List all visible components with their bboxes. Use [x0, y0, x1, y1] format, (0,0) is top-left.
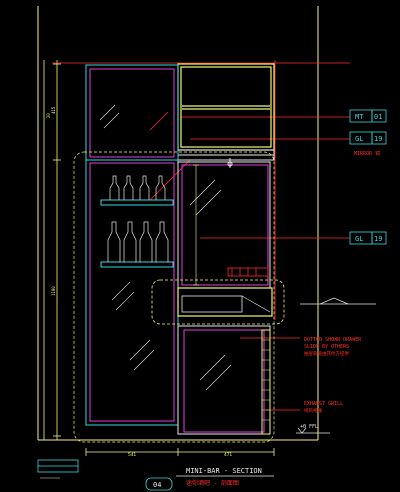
drawing-number: 04 [153, 481, 161, 489]
drawing-number-box [145, 477, 173, 491]
mirror-note: MIRROR 镜 [354, 150, 380, 157]
exhaust-note-cn: 排风格栅 [304, 407, 322, 414]
tag-gl-19-upper: GL 19 [349, 131, 387, 145]
cabinet-dimension [193, 164, 199, 286]
red-reference-lines [52, 60, 350, 411]
counter-slab [177, 149, 275, 161]
left-dimensions [43, 60, 61, 440]
tag-number: 01 [374, 113, 382, 121]
drawer-region [151, 279, 285, 325]
detail-box [37, 459, 79, 473]
upper-cabinet [177, 63, 275, 151]
glass-hatch [99, 104, 232, 391]
bottle-shelves [100, 175, 174, 268]
drawing-subtitle-cn: 迷你酒吧 - 剖面图 [186, 479, 239, 487]
drawer-note-2: SLIDE BY OTHERS [304, 344, 349, 350]
drawing-frame [37, 6, 319, 441]
dim-bottom-left: 541 [128, 452, 136, 458]
tall-cabinet [85, 64, 179, 426]
drawer-note-cn: 抽屉轨道由其他方提供 [304, 350, 349, 357]
drawer-note-1: DOTTED SHOWN DRAWER [304, 337, 362, 343]
section-marker [300, 297, 376, 305]
exhaust-grill [262, 339, 270, 421]
dim-bottom-right: 471 [224, 452, 232, 458]
tag-number: 19 [374, 135, 382, 143]
tag-mt-01: MT 01 [349, 109, 387, 123]
tag-number: 19 [374, 235, 382, 243]
tag-code: GL [355, 235, 363, 243]
tag-code: MT [355, 113, 364, 121]
tag-code: GL [355, 135, 363, 143]
drawing-title: MINI-BAR - SECTION [186, 467, 262, 475]
wine-rack [227, 267, 269, 277]
tag-gl-19-lower: GL 19 [349, 231, 387, 245]
dim-left-mid: 1180 [51, 286, 56, 296]
dim-left-top: 415 [51, 106, 56, 114]
section-outline [73, 151, 275, 443]
bottom-dimensions [85, 448, 275, 456]
ffl-label: +0 FFL [300, 424, 318, 430]
ffl-marker [296, 427, 330, 434]
dim-left-upper: 20 [46, 113, 51, 118]
lower-cabinet [177, 325, 271, 435]
exhaust-note: EXHAUST GRILL [304, 401, 343, 407]
